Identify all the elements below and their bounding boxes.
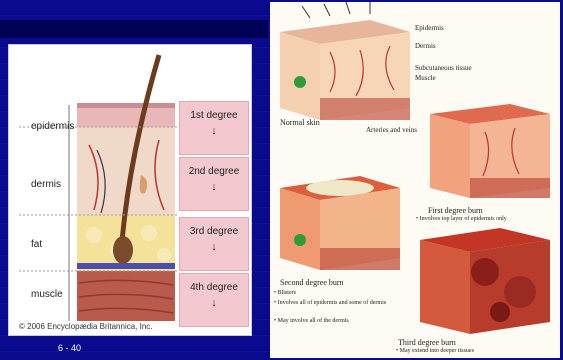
- layer-label-muscle: muscle: [31, 289, 63, 300]
- layer-label-epidermis: epidermis: [31, 121, 74, 132]
- arrow-down-icon: ↓: [180, 241, 248, 253]
- first-degree-bullet: • Involves top layer of epidermis only: [416, 216, 507, 222]
- normal-skin-block: [280, 2, 410, 120]
- layer-label-dermis: dermis: [31, 179, 61, 190]
- degree-box-1: 1st degree ↓: [179, 101, 249, 155]
- degree-box-4: 4th degree ↓: [179, 273, 249, 327]
- arrow-down-icon: ↓: [180, 297, 248, 309]
- degree-box-3: 3rd degree ↓: [179, 217, 249, 271]
- label-subcutaneous: Subcutaneous tissue: [415, 64, 472, 72]
- slide-number: 6 - 40: [58, 343, 81, 353]
- second-degree-bullet-2: • Involves all of epidermis and some of …: [274, 300, 394, 306]
- label-normal-skin: Normal skin: [280, 118, 320, 127]
- label-third-degree: Third degree burn: [398, 338, 456, 347]
- third-degree-bullet: • May extend into deeper tissues: [396, 348, 474, 354]
- skin-layers-diagram: epidermis dermis fat muscle 1st degree ↓…: [8, 44, 252, 336]
- label-muscle: Muscle: [415, 74, 436, 82]
- label-dermis: Dermis: [415, 42, 436, 50]
- degree-label-3: 3rd degree: [180, 226, 248, 237]
- burn-degrees-illustration: Epidermis Dermis Subcutaneous tissue Mus…: [270, 2, 560, 358]
- degree-box-2: 2nd degree ↓: [179, 157, 249, 211]
- third-degree-block: [420, 228, 550, 334]
- first-degree-block: [430, 104, 550, 198]
- second-degree-bullet-1: • Blisters: [274, 290, 296, 296]
- label-first-degree: First degree burn: [428, 206, 483, 215]
- degree-label-1: 1st degree: [180, 110, 248, 121]
- label-second-degree: Second degree burn: [280, 278, 344, 287]
- copyright-text: © 2006 Encyclopædia Britannica, Inc.: [19, 322, 153, 331]
- label-epidermis: Epidermis: [415, 24, 444, 32]
- layer-label-fat: fat: [31, 239, 42, 250]
- degree-label-2: 2nd degree: [180, 166, 248, 177]
- title-bar: [0, 20, 268, 38]
- label-arteries-veins: Arteries and veins: [366, 126, 417, 134]
- arrow-down-icon: ↓: [180, 125, 248, 137]
- second-degree-bullet-3: • May involve all of the dermis: [274, 318, 349, 324]
- degree-label-4: 4th degree: [180, 282, 248, 293]
- second-degree-block: [280, 176, 400, 270]
- epidermis-layer: [77, 105, 175, 127]
- arrow-down-icon: ↓: [180, 181, 248, 193]
